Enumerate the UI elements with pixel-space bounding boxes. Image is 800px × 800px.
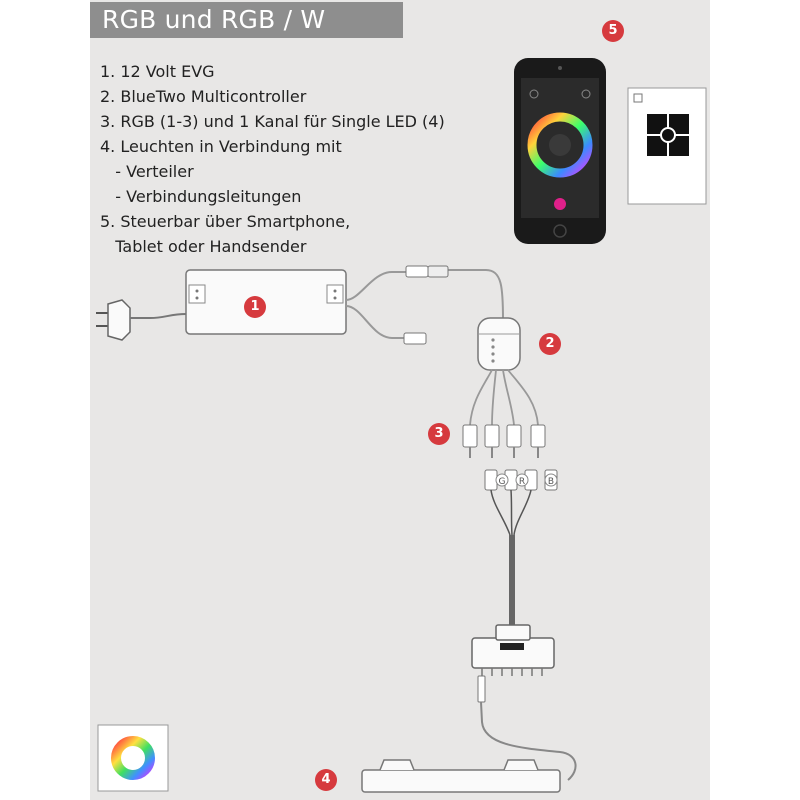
- badge-3: 3: [428, 423, 450, 445]
- badge-2: 2: [539, 333, 561, 355]
- page-title: RGB und RGB / W: [102, 5, 326, 34]
- driver-box: [185, 269, 347, 335]
- distributor-icon: [471, 624, 555, 703]
- badge-1: 1: [244, 296, 266, 318]
- list-item-4b: - Verbindungsleitungen: [100, 187, 302, 206]
- list-item-3: 3. RGB (1-3) und 1 Kanal für Single LED …: [100, 112, 445, 131]
- list-item-4a: - Verteiler: [100, 162, 194, 181]
- title-bar: RGB und RGB / W: [90, 2, 403, 38]
- label-r: R: [519, 477, 525, 487]
- diagram-panel: [90, 0, 710, 800]
- cable-trunk: [509, 535, 515, 627]
- badge-5: 5: [602, 20, 624, 42]
- list-item-4: 4. Leuchten in Verbindung mit: [100, 137, 342, 156]
- led-cable: [480, 701, 577, 781]
- power-plug-icon: [96, 299, 187, 341]
- remote-control-icon: [627, 87, 707, 205]
- driver-cables: [345, 269, 504, 339]
- list-item-1: 1. 12 Volt EVG: [100, 62, 215, 81]
- multicontroller-icon: [477, 317, 521, 371]
- badge-4: 4: [315, 769, 337, 791]
- output-connectors: [462, 424, 546, 458]
- list-item-5b: Tablet oder Handsender: [100, 237, 307, 256]
- smartphone-icon: [514, 58, 606, 244]
- connectors: [403, 265, 449, 345]
- label-g: G: [499, 477, 506, 487]
- channel-plugs: G R B: [484, 469, 558, 491]
- list-item-2: 2. BlueTwo Multicontroller: [100, 87, 307, 106]
- controller-outputs: [469, 369, 539, 426]
- list-item-5: 5. Steuerbar über Smartphone,: [100, 212, 351, 231]
- led-light-icon: [361, 759, 561, 793]
- color-wheel-icon: [97, 724, 169, 792]
- cable-bundle: [490, 489, 532, 536]
- label-b: B: [548, 477, 554, 487]
